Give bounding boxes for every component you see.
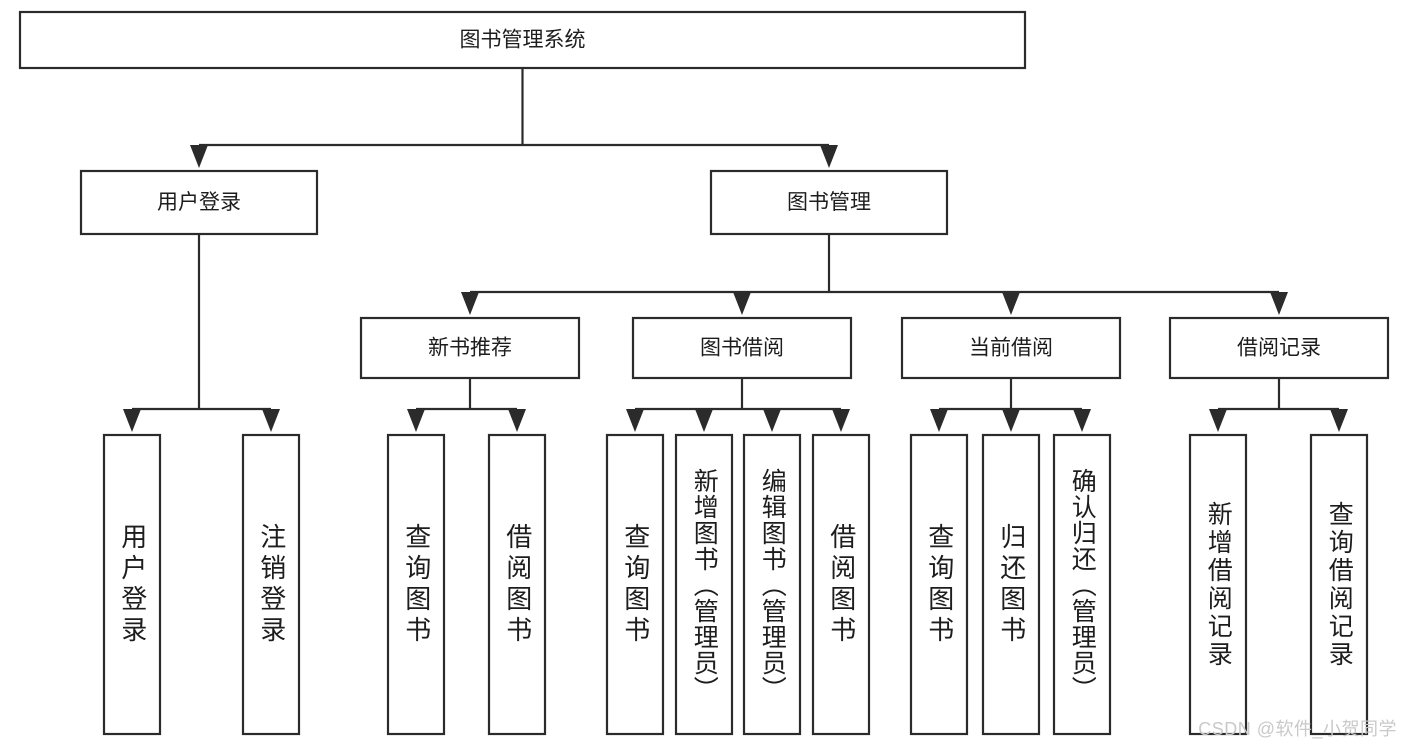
node-label-new-book-recommend: 新书推荐	[428, 337, 512, 360]
arrow-head-icon	[1002, 409, 1020, 432]
node-box-current-confirm-return[interactable]	[1052, 433, 1112, 736]
arrow-head-icon	[820, 145, 838, 168]
arrow-head-icon	[190, 145, 208, 168]
arrow-head-icon	[1002, 292, 1020, 315]
arrow-head-icon	[763, 409, 781, 432]
arrow-head-icon	[461, 292, 479, 315]
node-box-user-login-do[interactable]	[102, 433, 162, 736]
node-box-borrow-edit-book[interactable]	[742, 433, 802, 736]
arrow-head-icon	[262, 409, 280, 432]
arrow-head-icon	[1330, 409, 1348, 432]
node-box-book-borrow[interactable]	[631, 316, 853, 380]
node-box-user-login[interactable]	[79, 169, 319, 236]
node-label-current-borrow: 当前借阅	[969, 337, 1053, 360]
arrow-head-icon	[626, 409, 644, 432]
arrow-head-icon	[1270, 292, 1288, 315]
node-box-borrow-query-book[interactable]	[605, 433, 665, 736]
arrow-head-icon	[832, 409, 850, 432]
arrow-head-icon	[1209, 409, 1227, 432]
node-box-book-management[interactable]	[709, 169, 949, 236]
node-box-new-book-recommend[interactable]	[359, 316, 581, 380]
arrow-head-icon	[695, 409, 713, 432]
box-layer	[18, 10, 1390, 736]
node-label-borrow-records: 借阅记录	[1237, 337, 1321, 360]
arrow-head-icon	[407, 409, 425, 432]
node-box-user-logout[interactable]	[241, 433, 301, 736]
node-label-book-borrow: 图书借阅	[700, 337, 784, 360]
arrow-head-icon	[930, 409, 948, 432]
node-box-borrow-add-book[interactable]	[674, 433, 734, 736]
node-box-record-query[interactable]	[1309, 433, 1369, 736]
csdn-watermark: CSDN @软件_小贺同学	[1198, 719, 1397, 739]
arrow-head-icon	[733, 292, 751, 315]
node-label-book-management: 图书管理	[787, 191, 871, 214]
node-box-record-add[interactable]	[1188, 433, 1248, 736]
node-box-recommend-query-book[interactable]	[386, 433, 446, 736]
arrow-head-icon	[508, 409, 526, 432]
node-box-current-query-book[interactable]	[909, 433, 969, 736]
node-label-root: 图书管理系统	[460, 29, 586, 52]
node-box-current-return-book[interactable]	[981, 433, 1041, 736]
node-box-borrow-borrow-book[interactable]	[811, 433, 871, 736]
node-box-root[interactable]	[18, 10, 1027, 70]
node-box-borrow-records[interactable]	[1168, 316, 1390, 380]
node-label-user-login: 用户登录	[157, 191, 241, 214]
arrow-head-icon	[1073, 409, 1091, 432]
arrow-head-icon	[123, 409, 141, 432]
node-box-recommend-borrow-book[interactable]	[487, 433, 547, 736]
node-box-current-borrow[interactable]	[900, 316, 1122, 380]
connector-layer	[123, 68, 1348, 432]
